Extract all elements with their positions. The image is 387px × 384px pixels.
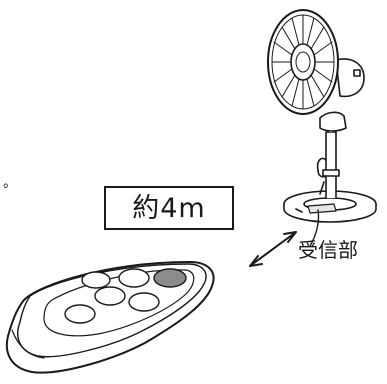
remote-button-mid-left[interactable] <box>94 286 126 306</box>
stray-mark: 。 <box>3 175 17 191</box>
remote-button-top-middle[interactable] <box>118 268 150 288</box>
remote-button-top-left[interactable] <box>81 271 111 289</box>
fan-guard-spokes <box>271 14 335 110</box>
receiver-panel <box>307 203 337 214</box>
remote-button-bottom-left[interactable] <box>64 304 96 324</box>
fan-illustration <box>267 9 377 223</box>
distance-arrow <box>249 231 297 267</box>
fan-base <box>283 190 377 223</box>
distance-label: 約4m <box>132 192 206 224</box>
remote-front-edge <box>11 329 45 359</box>
remote-button-mid-right[interactable] <box>128 292 160 312</box>
receiver-leader-line <box>309 209 320 247</box>
receiver-label: 受信部 <box>298 238 358 262</box>
fan-motor <box>319 58 365 132</box>
distance-label-box: 約4m <box>104 186 234 230</box>
remote-button-power[interactable] <box>153 268 187 288</box>
fan-pole <box>316 119 340 199</box>
remote-illustration <box>5 261 215 374</box>
